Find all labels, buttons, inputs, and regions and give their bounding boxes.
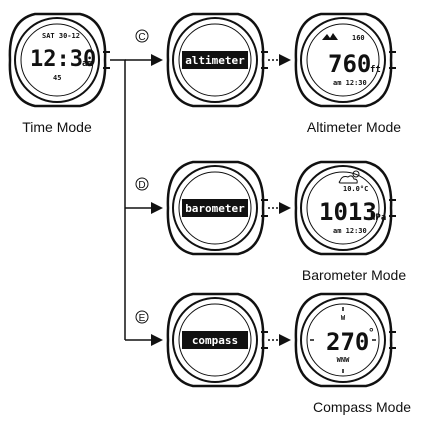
altimeter-bottom: am 12:30 [333, 79, 367, 87]
barometer-temp: 10.0°C [343, 185, 368, 193]
barometer-menu-label: barometer [185, 202, 245, 215]
mountain-icon [322, 33, 338, 40]
time-watch: SAT 30-12 12:30 am 45 [8, 12, 110, 108]
compass-big-value: 270 [326, 328, 369, 356]
altimeter-menu-label: altimeter [185, 54, 245, 67]
altimeter-caption: Altimeter Mode [307, 119, 401, 135]
altimeter-top-value: 160 [352, 34, 365, 42]
time-mode-caption: Time Mode [22, 119, 92, 135]
branch-altimeter: C altimeter 160 760 ft am 12:30 [125, 12, 396, 108]
barometer-label-box [182, 199, 248, 217]
button-d-badge [135, 177, 149, 191]
barometer-unit: hPa [370, 213, 386, 223]
cloud-sun-icon [338, 170, 360, 184]
button-e-letter: E [139, 313, 146, 324]
barometer-bottom: am 12:30 [333, 227, 367, 235]
time-display: 12:30 [30, 47, 96, 72]
button-c-letter: C [138, 32, 145, 43]
barometer-caption: Barometer Mode [302, 267, 406, 283]
branch-barometer: D barometer 10.0°C 1013 hPa am 12:30 [125, 160, 396, 256]
compass-unit: ° [368, 326, 375, 339]
ampm-label: am [82, 59, 93, 69]
button-e-badge [135, 310, 149, 324]
altimeter-unit: ft [370, 65, 381, 75]
compass-bottom: WNW [337, 356, 350, 364]
compass-heading-letter: W [341, 314, 346, 322]
compass-caption: Compass Mode [313, 399, 411, 415]
branch-compass: E compass W 270 ° WNW [125, 292, 396, 388]
connector-trunk [110, 59, 126, 340]
compass-ticks [310, 307, 376, 373]
compass-menu-label: compass [192, 334, 238, 347]
side-buttons [103, 51, 110, 69]
altimeter-big-value: 760 [328, 50, 371, 78]
compass-label-box [182, 331, 248, 349]
date-line: SAT 30-12 [42, 32, 80, 40]
barometer-big-value: 1013 [319, 198, 377, 226]
button-d-letter: D [138, 180, 145, 191]
altimeter-label-box [182, 51, 248, 69]
seconds-display: 45 [53, 74, 61, 82]
button-c-badge [135, 29, 149, 43]
watch-screen [20, 23, 94, 97]
